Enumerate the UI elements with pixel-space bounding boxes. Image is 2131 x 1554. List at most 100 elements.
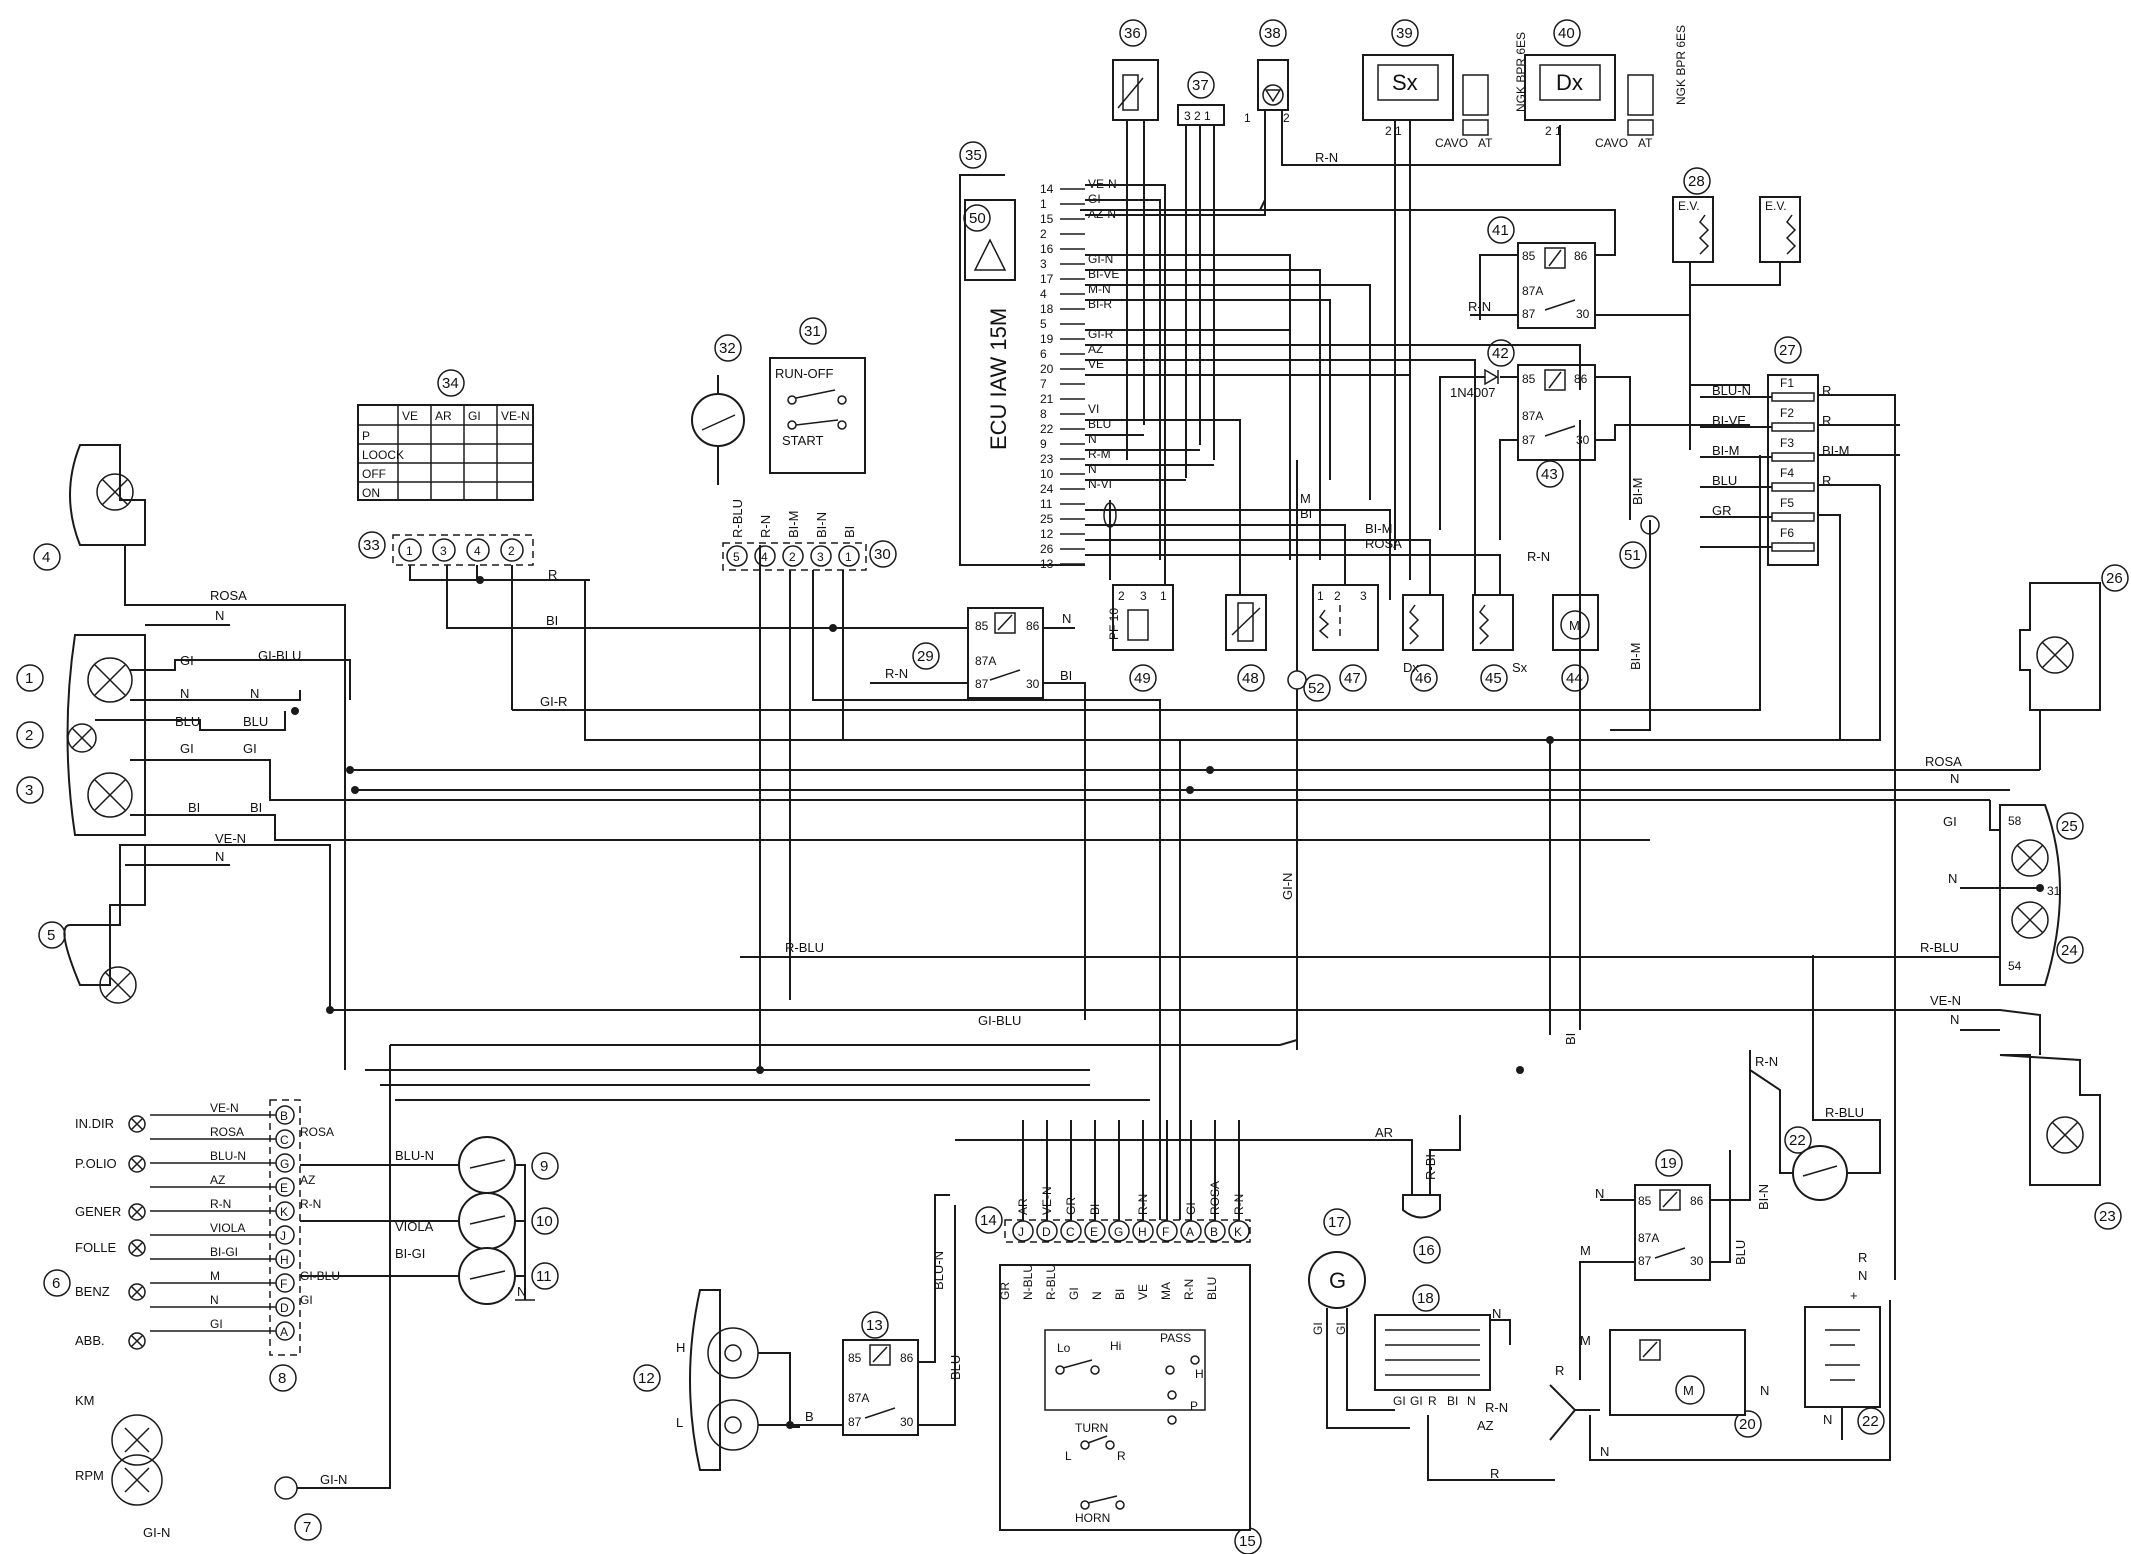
svg-text:N: N: [250, 686, 259, 701]
dashboard-indicator-label: FOLLE: [75, 1240, 117, 1255]
turn-signal-front-left-5: VE-N N: [63, 831, 331, 1010]
dash-wire-label: BLU-N: [210, 1149, 246, 1163]
svg-text:30: 30: [1026, 677, 1040, 691]
connector-pin-letter: D: [1042, 1225, 1051, 1239]
svg-text:2 1: 2 1: [1545, 124, 1562, 138]
ecu-pin-number: 3: [1040, 257, 1047, 271]
label-29: 29: [912, 642, 940, 670]
fuse-wire-right: R: [1822, 383, 1831, 398]
svg-text:16: 16: [1418, 1242, 1435, 1259]
svg-text:86: 86: [1690, 1194, 1704, 1208]
dashboard-indicator-label: ABB.: [75, 1333, 105, 1348]
fuse-label: F5: [1780, 496, 1794, 510]
svg-text:GI-R: GI-R: [540, 694, 567, 709]
connector-wire-label: R-N: [758, 515, 773, 538]
label-18: 18: [1412, 1284, 1440, 1312]
label-8: 8: [269, 1364, 297, 1392]
svg-text:BI-M: BI-M: [1628, 643, 1643, 670]
svg-text:GI: GI: [1334, 1322, 1348, 1335]
connector-pin-number: 1: [845, 550, 852, 564]
svg-text:49: 49: [1134, 670, 1151, 687]
label-23: 23: [2094, 1202, 2122, 1230]
svg-text:Hi: Hi: [1110, 1339, 1121, 1353]
svg-text:GI: GI: [1393, 1394, 1406, 1408]
relay-29: 85 86 87A 87 30 N BI R-N: [870, 607, 1086, 1020]
svg-text:BLU: BLU: [1733, 1240, 1748, 1265]
indicator-cross: [130, 1157, 144, 1171]
svg-text:BLU-N: BLU-N: [395, 1148, 434, 1163]
svg-text:39: 39: [1396, 25, 1413, 42]
svg-text:R: R: [1490, 1466, 1499, 1481]
connector-pin-number: 2: [508, 544, 515, 558]
label-32: 32: [714, 334, 742, 362]
ecu-wire-label: N: [1088, 432, 1097, 446]
label-47: 47: [1339, 664, 1367, 692]
label-22b: 22: [1857, 1407, 1885, 1435]
connector-pin-letter: E: [280, 1181, 288, 1195]
horn-12: H L B: [676, 1289, 843, 1471]
dash-wire-label: VIOLA: [210, 1221, 245, 1235]
svg-text:GI: GI: [1311, 1322, 1325, 1335]
switch-block-lower-wire: MA: [1159, 1282, 1173, 1300]
label-50: 50: [963, 204, 991, 232]
svg-text:PASS: PASS: [1160, 1331, 1191, 1345]
ecu-pin-number: 16: [1040, 242, 1054, 256]
svg-text:1: 1: [25, 670, 33, 687]
connector-pin-letter: C: [280, 1133, 289, 1147]
svg-text:4: 4: [42, 549, 50, 566]
svg-text:43: 43: [1541, 466, 1558, 483]
relay-19: 85 86 87A 87 30 N BLU M: [1579, 1050, 1751, 1380]
sensor-49: 2 3 1 PF 10: [1107, 584, 1174, 651]
dash-wire-label: VE-N: [210, 1101, 239, 1115]
connector-pin-number: 4: [474, 544, 481, 558]
fuse-wire-left: GR: [1712, 503, 1732, 518]
svg-text:2: 2: [25, 727, 33, 744]
connector-pin-letter: E: [1090, 1225, 1098, 1239]
connector-pin-letter: K: [280, 1205, 288, 1219]
svg-text:2: 2: [1334, 589, 1341, 603]
svg-text:BI: BI: [188, 800, 200, 815]
connector-pin: [432, 538, 456, 562]
switch-block-lower-wire: R-BLU: [1044, 1264, 1058, 1300]
svg-text:H: H: [676, 1340, 685, 1355]
svg-text:3: 3: [1140, 589, 1147, 603]
svg-text:R-BI: R-BI: [1423, 1154, 1438, 1180]
svg-text:7: 7: [303, 1519, 311, 1536]
label-46: 46: [1410, 664, 1438, 692]
generator-17: G GI GI: [1308, 1251, 1410, 1429]
key-switch-column: AR: [435, 409, 452, 423]
svg-text:85: 85: [1638, 1194, 1652, 1208]
svg-text:87: 87: [975, 677, 989, 691]
svg-text:Dx: Dx: [1556, 70, 1583, 95]
svg-text:B: B: [805, 1409, 814, 1424]
svg-text:BLU: BLU: [175, 714, 200, 729]
ecu-pin-number: 26: [1040, 542, 1054, 556]
connector-pin-letter: G: [1114, 1225, 1123, 1239]
indicator-cross: [130, 1285, 144, 1299]
svg-text:87A: 87A: [975, 654, 996, 668]
main-wire-buses: GI-BLU BI BI-M BI-M GI-R: [326, 420, 1960, 1220]
ecu-pin-number: 9: [1040, 437, 1047, 451]
svg-text:BI-GI: BI-GI: [395, 1246, 425, 1261]
connector-pin-letter: B: [280, 1109, 288, 1123]
led-38: 1 2 R-N: [1244, 59, 1561, 211]
svg-text:BI-N: BI-N: [1756, 1184, 1771, 1210]
svg-text:40: 40: [1558, 25, 1575, 42]
key-switch-column: VE: [402, 409, 418, 423]
svg-text:45: 45: [1485, 670, 1502, 687]
svg-text:Sx: Sx: [1392, 70, 1418, 95]
svg-text:GI-BLU: GI-BLU: [258, 648, 301, 663]
switch-22: R-N R-BLU BI-N: [1749, 955, 1881, 1210]
svg-text:AT: AT: [1638, 136, 1653, 150]
ecu-pin-number: 12: [1040, 527, 1054, 541]
svg-text:HORN: HORN: [1075, 1511, 1110, 1525]
connector-pin-letter: H: [280, 1253, 289, 1267]
sensor-46: Dx: [1402, 594, 1444, 675]
svg-text:NGK BPR 6ES: NGK BPR 6ES: [1674, 25, 1688, 105]
svg-text:CAVO: CAVO: [1595, 136, 1628, 150]
